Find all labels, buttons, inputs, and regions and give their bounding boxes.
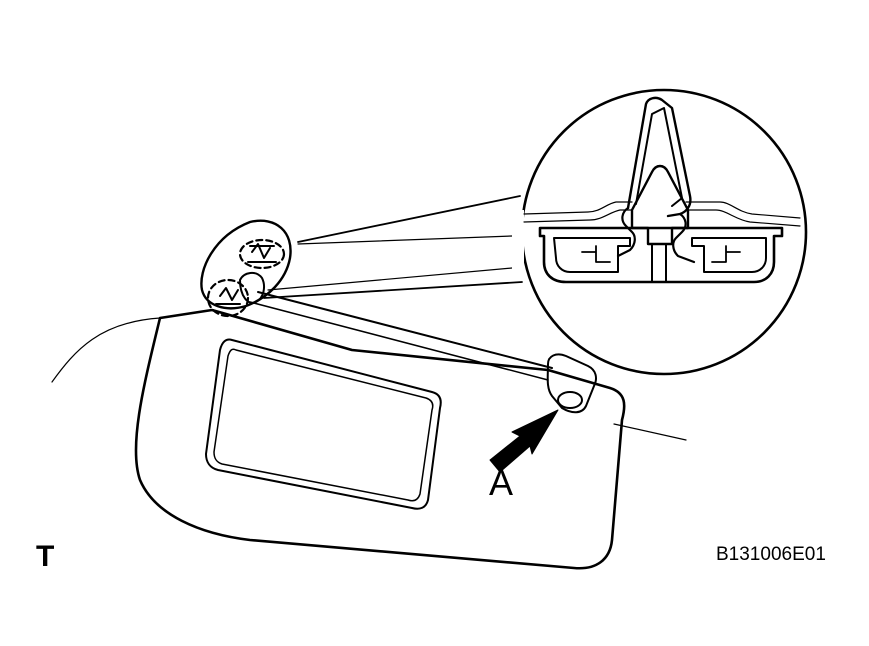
figure-id-label: B131006E01 <box>716 544 826 565</box>
callout-leader-upper <box>297 195 521 243</box>
visor-hinge-rod <box>257 291 553 369</box>
sun-visor-body <box>134 308 626 570</box>
detail-magnifier-circle <box>520 88 808 376</box>
clip-mushroom-head <box>630 164 690 246</box>
detail-panel-line-right <box>685 201 801 219</box>
visor-holder-slot <box>557 391 583 409</box>
retainer-clip-leg-right <box>672 212 696 264</box>
callout-leader-middle <box>267 235 513 291</box>
retainer-clip-leg-left <box>616 206 636 258</box>
detail-panel-line-left-2 <box>523 209 633 223</box>
detail-panel-line-right-2 <box>685 209 801 227</box>
callout-label-a: A <box>489 462 514 503</box>
retainer-clip-spring-inner <box>635 107 683 207</box>
bracket-clip-area-lower <box>206 278 250 318</box>
vanity-mirror-inner <box>213 348 434 502</box>
clip-symbol-upper <box>247 243 277 263</box>
housing-tab-left <box>581 245 611 263</box>
bracket-housing-inner-right <box>691 237 767 273</box>
clip-symbol-lower <box>215 287 241 305</box>
headliner-contour-right <box>613 423 687 441</box>
housing-center-split <box>651 243 667 283</box>
hinge-pivot <box>239 272 265 304</box>
bracket-housing-inner <box>553 237 631 273</box>
detail-panel-line-left <box>523 201 633 215</box>
vanity-mirror-outer <box>205 338 442 510</box>
visor-holder-clip <box>546 353 597 414</box>
bracket-clip-area <box>238 238 286 270</box>
visor-hinge-rod-lower <box>249 301 549 381</box>
magnifier-gap-mask <box>512 210 524 276</box>
housing-tab-right <box>711 245 741 263</box>
callout-leader-lower <box>263 281 523 299</box>
bracket-housing-section <box>538 226 784 284</box>
retainer-clip-spring <box>626 96 692 218</box>
view-marker-label: T <box>36 540 55 573</box>
headliner-contour-left <box>51 317 161 383</box>
visor-bracket-base <box>200 219 292 310</box>
arrow-a <box>489 409 559 473</box>
